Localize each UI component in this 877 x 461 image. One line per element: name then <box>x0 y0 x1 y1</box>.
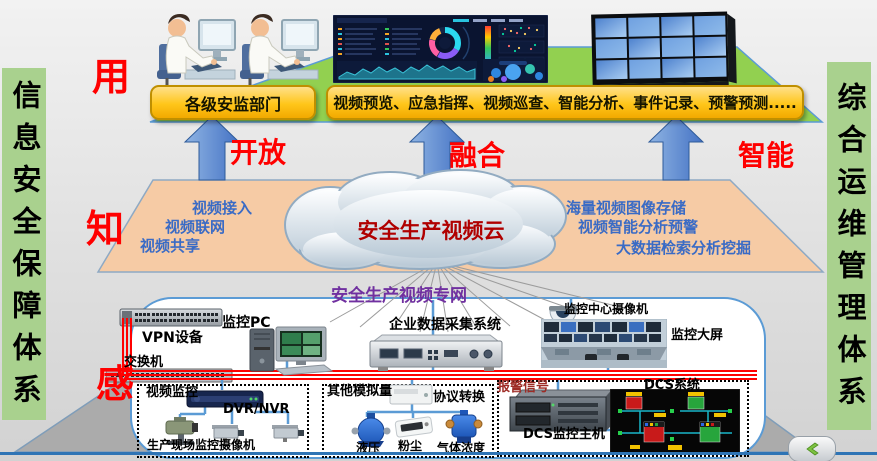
site-cameras-label: 生产现场监控摄像机 <box>147 438 256 452</box>
gas-label: 气体浓度 <box>437 441 486 455</box>
switch-label: 交换机 <box>124 355 164 370</box>
box-camera-image <box>212 425 244 442</box>
dust-sensor-image <box>394 416 433 438</box>
nav-back-button[interactable] <box>788 436 836 461</box>
ptz-camera-image <box>165 417 198 445</box>
hydraulic-sensor-image <box>351 413 391 447</box>
dcs-scada-image <box>610 389 740 453</box>
dashboard-screen <box>333 15 548 83</box>
feature-smart-analysis: 视频智能分析预警 <box>578 218 699 236</box>
network-fan-lines <box>329 261 613 333</box>
private-network-label: 安全生产视频专网 <box>331 286 467 306</box>
feature-bigdata-mining: 大数据检索分析挖掘 <box>616 239 752 257</box>
dcs-system-label: DCS系统 <box>644 378 700 393</box>
up-arrow-fusion <box>408 115 466 181</box>
tag-know: 知 <box>86 207 125 251</box>
up-arrow-intelligent <box>647 115 705 181</box>
tag-sense: 感 <box>96 362 135 406</box>
dvr-label: DVR/NVR <box>223 402 290 417</box>
right-banner: 综合运维管理体系 <box>827 62 871 430</box>
feature-mass-storage: 海量视频图像存储 <box>566 199 687 217</box>
converter-label: 协议转换 <box>433 390 486 405</box>
cloud-title: 安全生产视频云 <box>357 219 505 243</box>
big-screen-label: 监控大屏 <box>671 328 724 343</box>
alarm-signal-label: 报警信号 <box>497 380 550 395</box>
arrow-label-intelligent: 智能 <box>738 139 795 172</box>
dept-box: 各级安监部门 <box>150 85 316 120</box>
daq-label: 企业数据采集系统 <box>389 317 501 333</box>
monitor-pc-label: 监控PC <box>222 315 271 331</box>
dept-box-label: 各级安监部门 <box>184 94 281 114</box>
control-room-image <box>541 319 667 368</box>
left-banner: 信息安全保障体系 <box>2 68 46 420</box>
box-camera-image <box>272 425 304 442</box>
center-camera-label: 监控中心摄像机 <box>564 302 649 316</box>
feature-video-share: 视频共享 <box>140 237 201 255</box>
alarm-group-box <box>497 380 749 457</box>
video-group-box <box>137 384 309 458</box>
dcs-host-label: DCS监控主机 <box>523 427 605 442</box>
feature-video-access: 视频接入 <box>192 199 253 217</box>
daq-device-image <box>369 334 503 371</box>
analog-group-title: 其他模拟量 <box>327 384 393 399</box>
slide-bottom-rule <box>0 452 877 455</box>
feature-video-network: 视频联网 <box>165 218 226 236</box>
tag-use: 用 <box>92 55 131 99</box>
hydraulic-label: 液压 <box>356 441 381 455</box>
operator-person <box>157 14 236 91</box>
gas-sensor-image <box>445 410 483 443</box>
feature-box: 视频预览、应急指挥、视频巡查、智能分析、事件记录、预警预测..... <box>326 85 804 120</box>
monitor-pc-image <box>249 326 334 376</box>
protocol-converter-image <box>389 384 433 405</box>
vpn-label: VPN设备 <box>142 330 203 346</box>
dust-label: 粉尘 <box>398 439 423 453</box>
red-bus-lines <box>122 318 757 380</box>
arrow-label-fusion: 融合 <box>449 139 506 172</box>
video-group-title: 视频监控 <box>146 385 199 400</box>
up-arrow-open <box>183 115 241 181</box>
chevron-left-icon <box>806 442 819 456</box>
vpn-switch-image <box>119 308 223 327</box>
dvr-image <box>186 390 264 408</box>
dcs-host-image <box>509 389 614 432</box>
arrow-label-open: 开放 <box>230 136 287 169</box>
feature-box-label: 视频预览、应急指挥、视频巡查、智能分析、事件记录、预警预测..... <box>333 94 797 112</box>
